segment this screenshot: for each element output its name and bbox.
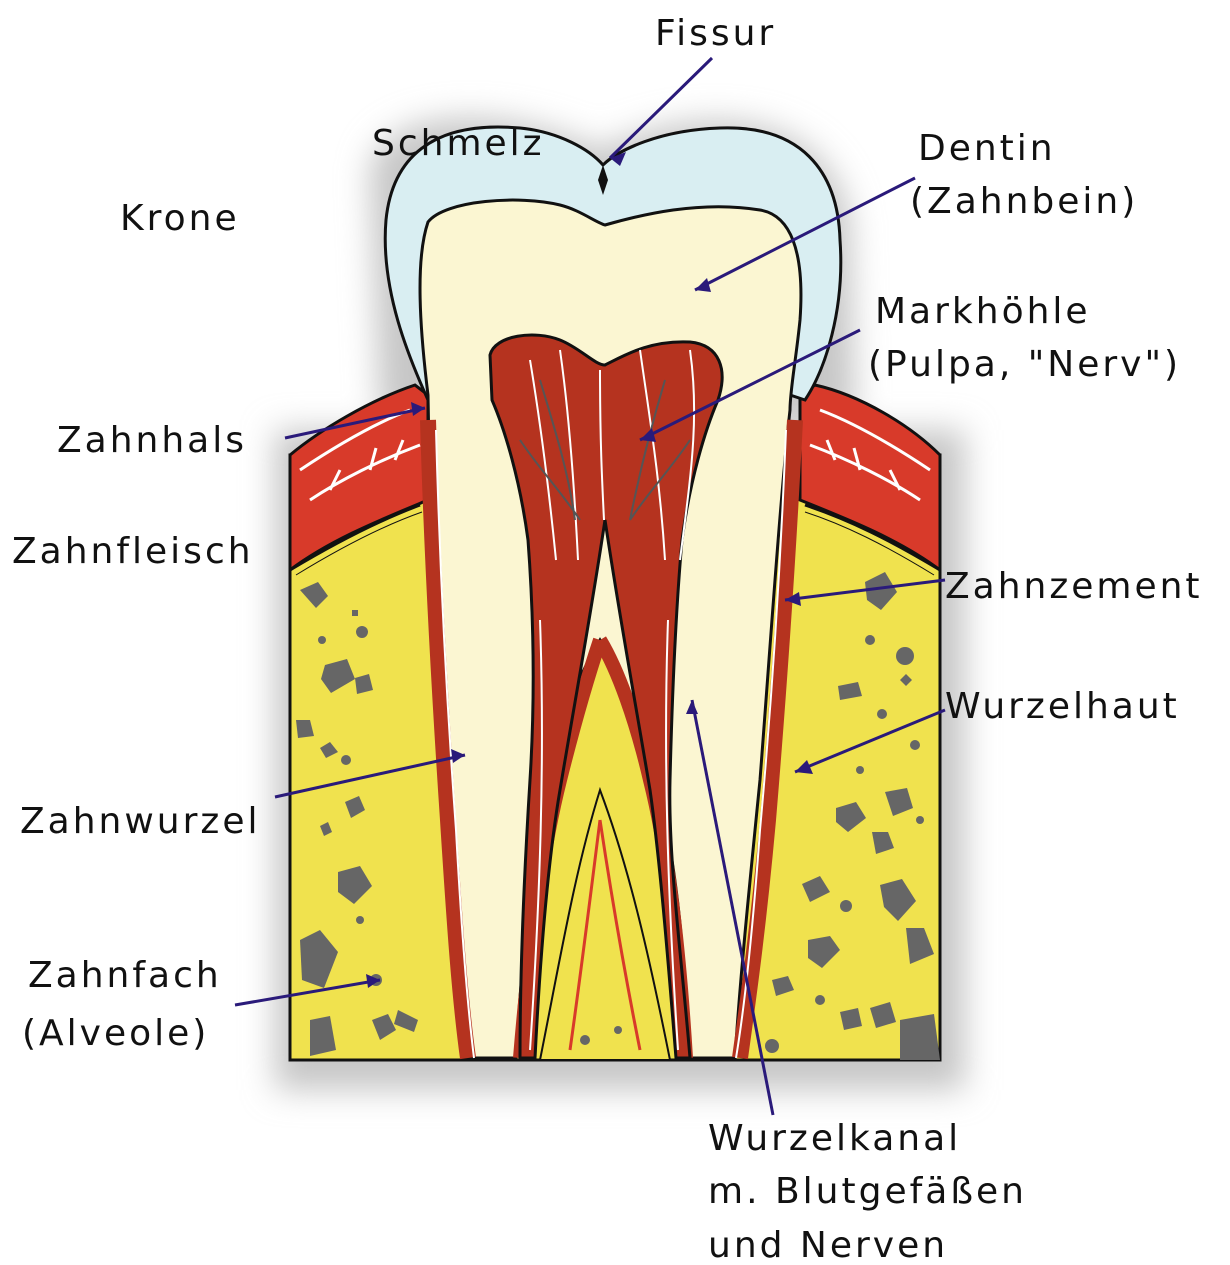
label-fissur: Fissur xyxy=(655,13,776,54)
label-markhoehle-pulpa: (Pulpa, "Nerv") xyxy=(868,344,1181,385)
label-krone: Krone xyxy=(120,198,240,239)
label-dentin-zahnbein: (Zahnbein) xyxy=(910,181,1138,222)
label-dentin: Dentin xyxy=(918,128,1056,169)
label-schmelz: Schmelz xyxy=(372,123,545,164)
label-zahnfach-alveole: (Alveole) xyxy=(22,1013,209,1054)
label-zahnhals: Zahnhals xyxy=(57,420,247,461)
label-wurzelkanal-blutgefaesse: m. Blutgefäßen xyxy=(708,1171,1027,1212)
label-markhoehle: Markhöhle xyxy=(875,291,1091,332)
label-zahnfleisch: Zahnfleisch xyxy=(12,531,254,572)
label-zahnwurzel: Zahnwurzel xyxy=(20,801,260,842)
label-zahnfach: Zahnfach xyxy=(28,955,222,996)
label-wurzelkanal: Wurzelkanal xyxy=(708,1118,961,1159)
label-zahnzement: Zahnzement xyxy=(945,566,1203,607)
label-wurzelkanal-nerven: und Nerven xyxy=(708,1225,948,1265)
label-wurzelhaut: Wurzelhaut xyxy=(945,686,1180,727)
